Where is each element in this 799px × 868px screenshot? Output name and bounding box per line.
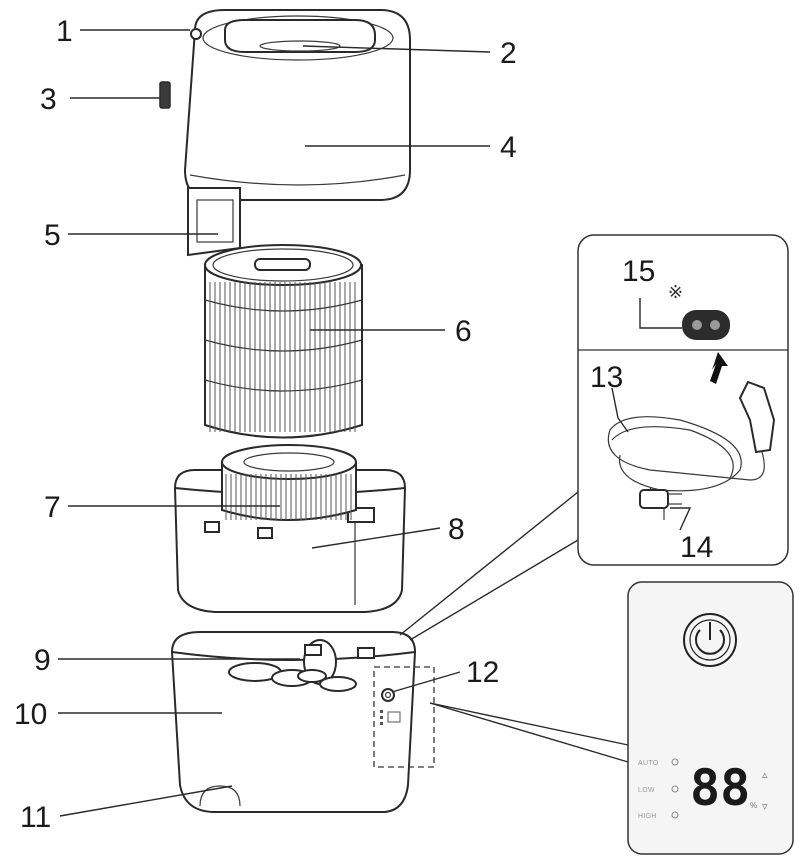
callout-14: 14 [680,531,713,564]
callout-6: 6 [455,315,472,348]
humidity-display: 88 [690,759,750,817]
power-icon [683,613,737,667]
control-panel-inset: AUTO LOW HIGH 88 % ▵ ▿ [627,581,794,855]
callout-11: 11 [20,801,51,834]
wick-pleats [225,474,352,520]
wick-cylinder [221,444,357,521]
panel-zoom-box [373,666,435,768]
power-socket [682,310,730,340]
callout-15: 15 [622,255,655,288]
callout-10: 10 [14,698,47,731]
callout-1: 1 [56,15,73,48]
callout-3: 3 [40,83,57,116]
mode-auto-label: AUTO [638,760,659,767]
callout-4: 4 [500,131,517,164]
arrow-icon [710,352,728,384]
zoom-lines [399,491,629,763]
callout-7: 7 [44,491,61,524]
water-outlet-tube [187,187,241,257]
callout-8: 8 [448,513,465,546]
power-cord [607,380,776,520]
filter-cylinder [204,244,363,439]
power-cord-inset [577,234,789,566]
callout-9: 9 [34,644,51,677]
side-switch [159,81,171,109]
up-arrow-icon: ▵ [762,768,768,781]
callout-13: 13 [590,361,623,394]
leader-lines [58,29,692,817]
note-symbol: ※ [668,282,683,303]
callout-labels: 1 2 3 4 5 6 7 8 9 10 11 12 13 14 15 ※ [14,15,713,834]
down-arrow-icon: ▿ [762,800,768,813]
mini-panel-dots [380,710,401,725]
callout-2: 2 [500,37,517,70]
percent-unit: % [750,801,757,810]
mode-high-label: HIGH [638,813,657,820]
top-cover [159,9,411,201]
callout-12: 12 [466,656,499,689]
callout-5: 5 [44,219,61,252]
mode-low-label: LOW [638,787,655,794]
